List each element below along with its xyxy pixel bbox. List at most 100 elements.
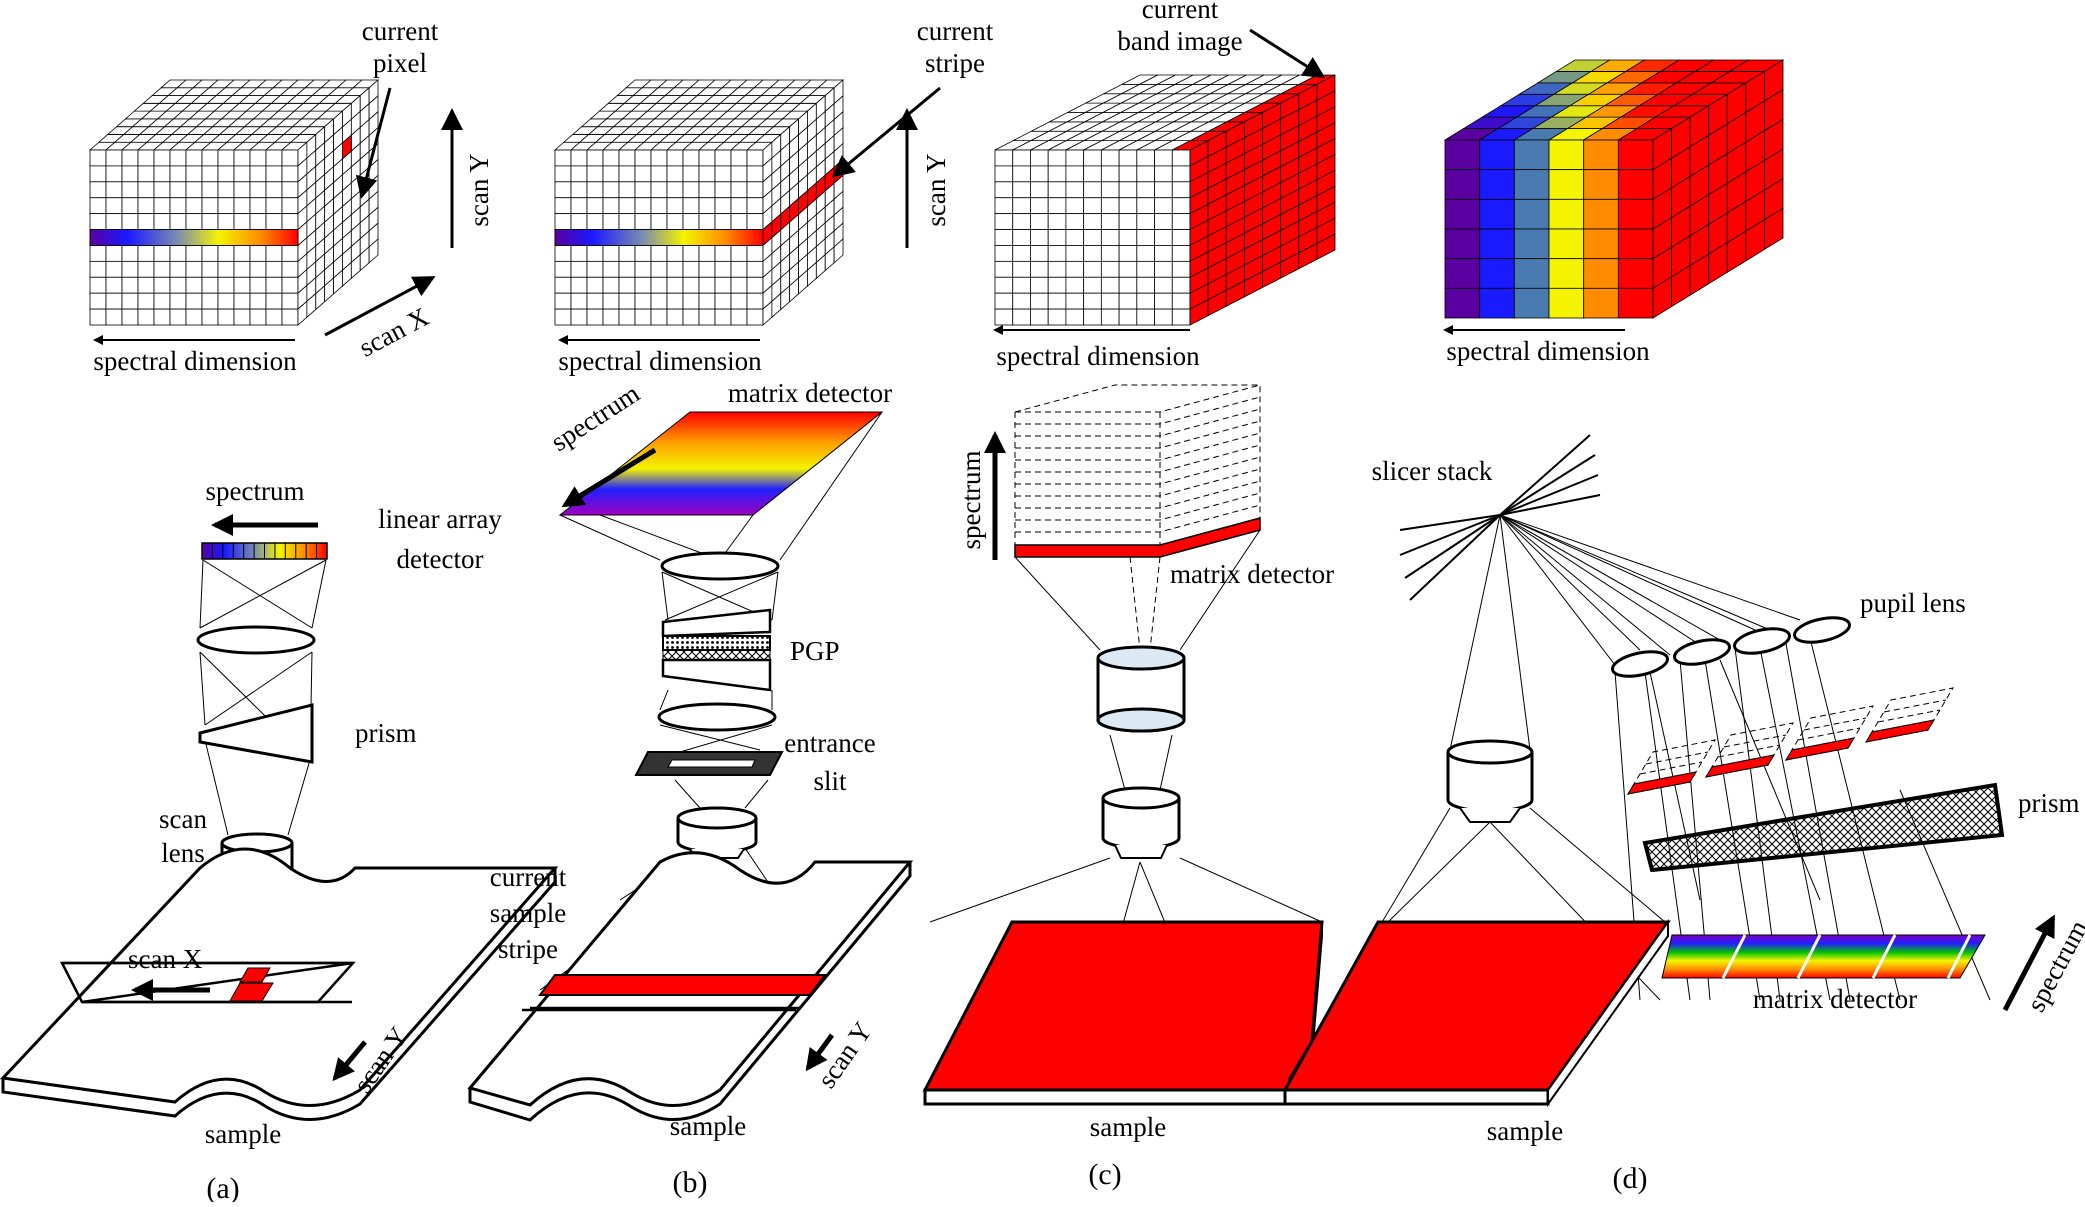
cube-front-cell <box>153 149 171 167</box>
cube-front-cell <box>1100 245 1120 262</box>
spectral-label-a: spectral dimension <box>93 346 297 376</box>
cube-front-cell <box>1100 165 1120 183</box>
stack-layer <box>1015 432 1261 461</box>
stripe-plane-line <box>1645 751 1709 765</box>
cube-front-cell <box>233 276 251 294</box>
cube-front-cell <box>1047 213 1067 230</box>
cube-front-cell <box>265 260 283 278</box>
cube-front-cell <box>1583 169 1619 200</box>
cube-front-cell <box>249 276 267 294</box>
cube-front-cell <box>746 197 764 215</box>
cube-front-cell <box>586 181 604 199</box>
cube-front-cell <box>185 308 203 326</box>
cube-front-cell <box>634 197 652 215</box>
cube-front-cell <box>554 308 572 326</box>
cube-front-cell <box>730 245 748 262</box>
pgp-prism-bottom <box>661 658 772 692</box>
cube-front-cell <box>634 165 652 183</box>
cube-front-cell <box>1100 229 1120 246</box>
stack-outline <box>1014 384 1261 518</box>
cube-front-cell <box>1118 245 1138 262</box>
cube-front-cell <box>233 165 251 183</box>
cube-front-cell <box>618 308 636 326</box>
spectrum-arrow-d <box>2002 914 2056 1012</box>
cube-front-cell <box>137 197 155 215</box>
cube-front-cell <box>618 181 636 199</box>
cube-front-cell <box>249 308 267 326</box>
cube-front-cell <box>602 149 620 167</box>
cube-front-cell <box>169 308 187 326</box>
cube-front-cell <box>105 260 123 278</box>
cube-front-cell <box>233 245 251 262</box>
cube-front-cell <box>169 260 187 278</box>
cube-front-cell <box>1154 245 1173 262</box>
cube-front-cell <box>1583 287 1619 319</box>
cube-front-cell <box>201 213 219 230</box>
setup-b: matrix detector spectrum PGP entrance sl… <box>467 378 914 1199</box>
cube-front-cell <box>121 213 139 230</box>
cube-front-cell <box>1479 228 1515 260</box>
cube-front-cell <box>137 292 155 310</box>
cube-front-cell <box>249 165 267 183</box>
cube-front-cell <box>169 197 187 215</box>
cube-front-cell <box>233 292 251 310</box>
cube-front-cell <box>1171 308 1191 326</box>
cube-front-cell <box>650 197 668 215</box>
entrance-slit-label-1: entrance <box>784 728 875 758</box>
cube-front-cell <box>249 213 267 230</box>
cube-front-cell <box>666 292 684 310</box>
scan-y-label-a: scan Y <box>464 153 494 226</box>
cube-front-cell <box>1444 198 1481 230</box>
cube-front-cell <box>249 260 267 278</box>
cube-front-cell <box>666 149 684 167</box>
cube-front-cell <box>570 149 588 167</box>
cube-front-cell <box>618 292 636 310</box>
cube-front-cell <box>586 149 604 167</box>
cube-front-cell <box>1479 139 1515 171</box>
sample-label-a: sample <box>205 1119 281 1149</box>
cube-front-cell <box>714 149 732 167</box>
stripe-plane-line <box>1877 709 1941 723</box>
cube-front-cell <box>746 245 764 262</box>
cube-front-cell <box>1065 213 1085 230</box>
cube-front-cell <box>586 308 604 326</box>
cube-front-cell <box>1030 276 1049 294</box>
cube-front-cell <box>1479 258 1515 289</box>
cube-front-cell <box>1030 213 1049 230</box>
stripe-plane-red <box>1626 771 1698 795</box>
cube-annotations: current pixel current stripe current ban… <box>93 0 1650 376</box>
cube-front-cell <box>217 260 235 278</box>
cube-front-cell <box>634 213 652 230</box>
cube-front-cell <box>1065 197 1085 215</box>
cube-front-cell <box>1065 181 1085 199</box>
cube-front-cell <box>554 245 572 262</box>
cube-front-cell <box>121 165 139 183</box>
cube-front-cell <box>281 292 299 310</box>
cube-front-cell <box>1047 149 1067 167</box>
cube-front-cell <box>89 245 107 262</box>
panel-label-d: (d) <box>1613 1162 1648 1195</box>
cube-side-cell <box>1316 233 1336 261</box>
cube-front-cell <box>554 260 572 278</box>
cube-front-cell <box>1136 260 1155 278</box>
cube-front-cell <box>89 260 107 278</box>
cube-front-cell <box>1083 149 1102 167</box>
cube-front-cell <box>730 165 748 183</box>
cube-front-cell <box>1171 149 1191 167</box>
cube-front-cell <box>618 165 636 183</box>
cube-front-cell <box>185 213 203 230</box>
cube-front-cell <box>1118 213 1138 230</box>
stripe-plane-line <box>1883 699 1947 713</box>
cube-front-cell <box>698 165 716 183</box>
cube-front-cell <box>682 276 700 294</box>
cube-front-cell <box>185 260 203 278</box>
scan-x-label-a: scan X <box>128 944 203 974</box>
slicer-stack <box>1399 434 1601 601</box>
cube-front-cell <box>1100 276 1120 294</box>
cube-front-cell <box>602 260 620 278</box>
matrix-segment-divider <box>1946 934 1972 979</box>
cube-front-cell <box>994 213 1014 230</box>
cube-front-cell <box>121 181 139 199</box>
entrance-slit-label-2: slit <box>813 766 847 796</box>
linear-array-label-2: detector <box>397 544 484 574</box>
